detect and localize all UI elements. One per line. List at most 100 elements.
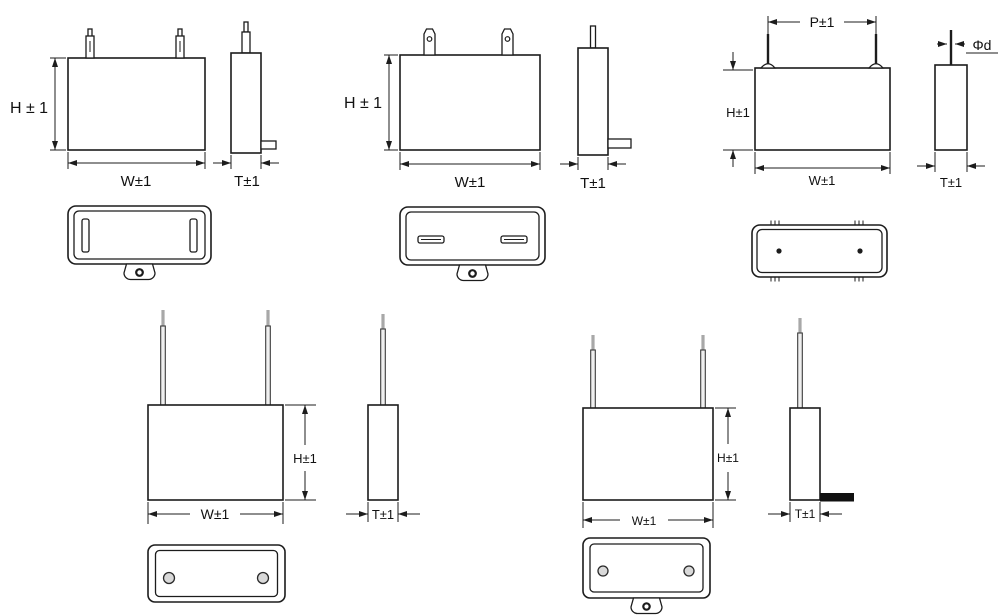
height-dim-label: H±1 — [726, 105, 750, 120]
terminal-slot-left — [81, 218, 90, 253]
unit-4-width-dimension: W±1 — [147, 502, 284, 524]
solder-tab — [820, 493, 854, 502]
unit-3-thickness-dimension: T±1 — [917, 152, 985, 190]
unit-5-thickness-dimension: T±1 — [768, 502, 842, 522]
mounting-tab — [260, 140, 277, 150]
wire-exit-hole-right — [256, 571, 270, 585]
unit-4-side-view — [367, 314, 399, 501]
unit-3-height-dimension: H±1 — [723, 52, 753, 167]
unit-1-thickness-dimension: T±1 — [213, 155, 279, 190]
width-dim-label: W±1 — [809, 173, 836, 188]
mounting-tab — [607, 138, 632, 149]
case-inner-line — [154, 549, 279, 598]
capacitor-body-side — [230, 52, 262, 154]
unit-2: H ± 1 W±1 T±1 — [344, 25, 632, 282]
unit-1: H ± 1 W±1 T±1 — [10, 21, 279, 281]
thickness-dim-label: T±1 — [580, 175, 606, 192]
unit-1-side-view — [230, 21, 277, 154]
unit-1-height-dimension: H ± 1 — [10, 57, 66, 151]
unit-2-height-dimension: H ± 1 — [344, 54, 398, 151]
wire-stripped-tip — [798, 318, 802, 335]
capacitor-body-side — [577, 47, 609, 156]
faston-terminal-right — [501, 28, 514, 56]
width-dim-label: W±1 — [121, 173, 152, 190]
wire-stripped-tip — [266, 310, 270, 328]
terminal-hole — [504, 36, 511, 42]
unit-1-width-dimension: W±1 — [67, 152, 206, 190]
thickness-dim-label: T±1 — [234, 173, 260, 190]
capacitor-body — [67, 57, 206, 151]
pin-dot-left — [776, 248, 782, 254]
wire-stripped-tip — [701, 335, 705, 352]
unit-2-width-dimension: W±1 — [399, 152, 541, 191]
width-dim-label: W±1 — [201, 506, 230, 522]
height-dim-label: H±1 — [717, 451, 739, 465]
thickness-dim-label: T±1 — [795, 507, 816, 521]
height-dim-label: H ± 1 — [10, 100, 48, 117]
unit-3-wire-diameter-dimension: Φd — [937, 37, 998, 54]
unit-4-top-view — [147, 544, 286, 603]
capacitor-body-side — [367, 404, 399, 501]
wire-lead-side — [797, 332, 803, 410]
unit-1-front-view — [67, 28, 206, 151]
wire-lead-left — [590, 349, 596, 410]
capacitor-body-side — [789, 407, 821, 501]
terminal-hole — [426, 36, 433, 42]
unit-1-top-view — [67, 205, 212, 281]
case-inner-line — [756, 228, 883, 274]
height-dim-label: H ± 1 — [344, 95, 382, 112]
unit-5-height-dimension: H±1 — [715, 407, 739, 501]
unit-2-top-view — [399, 206, 546, 282]
edge-tick-marks — [770, 220, 864, 282]
quick-connect-terminal — [241, 31, 251, 54]
unit-5: H±1 W±1 T±1 — [582, 318, 854, 615]
unit-3-width-dimension: W±1 — [754, 152, 891, 188]
mounting-hole — [135, 268, 144, 277]
wire-exit-hole-left — [162, 571, 176, 585]
unit-5-side-view — [789, 318, 854, 502]
unit-5-top-view — [582, 537, 711, 615]
unit-3-top-view — [751, 220, 888, 282]
wire-stripped-tip — [591, 335, 595, 352]
unit-5-width-dimension: W±1 — [582, 502, 714, 528]
wire-stripped-tip — [161, 310, 165, 328]
unit-2-front-view — [399, 28, 541, 151]
pin-boss-right — [867, 63, 885, 69]
thickness-dim-label: T±1 — [940, 175, 962, 190]
capacitor-body — [399, 54, 541, 151]
unit-4: H±1 W±1 T±1 — [147, 310, 420, 603]
width-dim-label: W±1 — [455, 174, 486, 191]
capacitor-body — [754, 67, 891, 151]
wire-lead-side — [380, 328, 386, 407]
wire-lead-right — [700, 349, 706, 410]
unit-2-side-view — [577, 25, 632, 156]
wire-exit-hole-right — [683, 565, 695, 577]
unit-2-thickness-dimension: T±1 — [560, 157, 626, 192]
height-dim-label: H±1 — [293, 451, 317, 466]
capacitor-body — [582, 407, 714, 501]
capacitor-body-side — [934, 64, 968, 151]
thickness-dim-label: T±1 — [372, 507, 394, 522]
case-inner-line — [405, 211, 540, 261]
pitch-dim-label: P±1 — [810, 14, 835, 30]
mounting-hole — [642, 602, 651, 611]
unit-3-front-view — [754, 34, 891, 151]
mounting-hole — [468, 269, 477, 278]
unit-3: P±1 H±1 W±1 Φd T±1 — [723, 14, 998, 282]
unit-3-pitch-dimension: P±1 — [767, 14, 877, 34]
capacitor-body — [147, 404, 284, 501]
unit-5-front-view — [582, 335, 714, 501]
width-dim-label: W±1 — [632, 514, 657, 528]
unit-4-front-view — [147, 310, 284, 501]
unit-4-thickness-dimension: T±1 — [346, 502, 420, 522]
wire-lead-right — [265, 325, 271, 407]
terminal-slot-right — [189, 218, 198, 253]
unit-4-height-dimension: H±1 — [285, 404, 317, 501]
pin-dot-right — [857, 248, 863, 254]
pin-boss-left — [759, 63, 777, 69]
terminal-pin — [243, 21, 249, 33]
wire-diameter-label: Φd — [973, 37, 992, 53]
unit-3-side-view — [934, 30, 968, 151]
